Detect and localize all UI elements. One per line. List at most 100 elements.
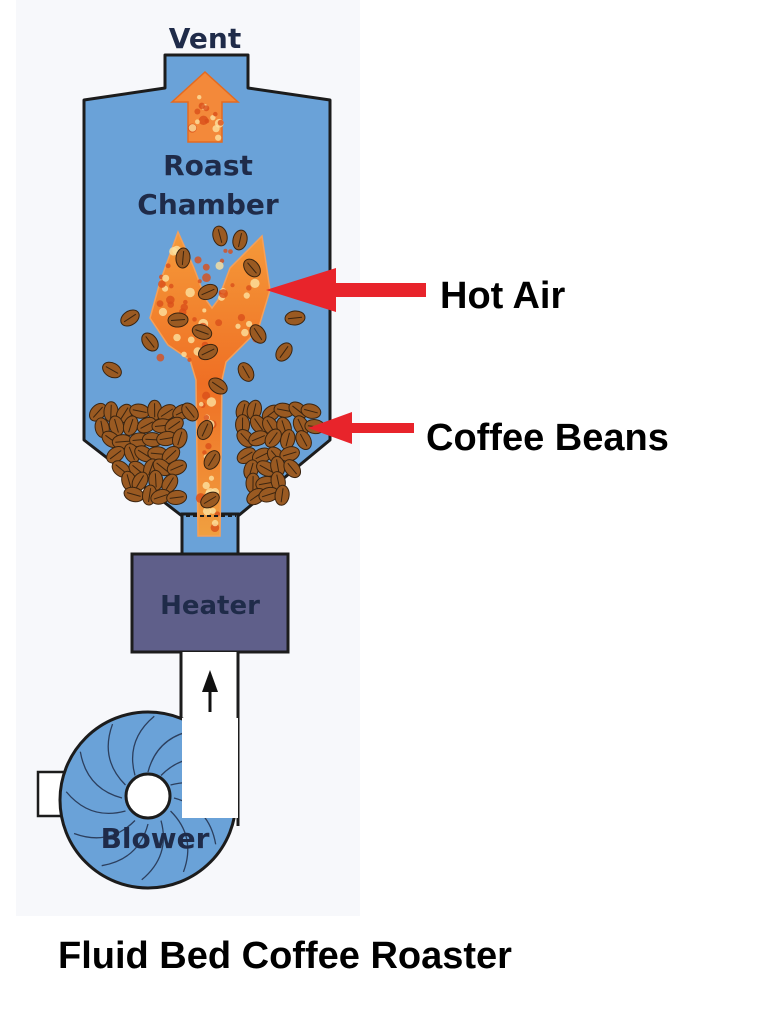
flame-speckle (194, 256, 202, 264)
flame-speckle (202, 273, 211, 282)
blower-vane (73, 820, 136, 839)
flame-speckle (215, 319, 223, 327)
flame-speckle (230, 283, 235, 288)
coffee-bean (108, 415, 125, 437)
coffee-bean (157, 404, 177, 422)
flame-speckle (165, 263, 171, 269)
vent-label: Vent (169, 22, 241, 55)
flame-speckle (156, 353, 165, 362)
roast-chamber-label-line2: Chamber (137, 188, 279, 221)
flame-speckle (198, 401, 204, 407)
flame-speckle (187, 336, 195, 344)
coffee-bean (212, 225, 228, 247)
flame-speckle (217, 119, 224, 126)
coffee-bean (102, 361, 122, 379)
flame-speckle (241, 328, 249, 337)
coffee-bean (197, 283, 219, 301)
coffee-bean (232, 229, 248, 251)
blower-outlet (182, 718, 238, 818)
heater-box (130, 552, 290, 654)
coffee-bean (181, 402, 199, 422)
coffee-bean (89, 402, 107, 422)
hot-air-callout-arrow (266, 268, 426, 312)
blower-label: Blower (101, 822, 210, 855)
coffee-bean (208, 377, 228, 395)
flame-speckle (181, 351, 187, 358)
flame-speckle (169, 247, 178, 256)
flame-speckle (158, 280, 166, 288)
flame-speckle (213, 111, 218, 117)
coffee-bean (283, 459, 302, 479)
vent-arrow-icon (170, 70, 240, 143)
flame-speckle (203, 414, 210, 421)
coffee-bean (191, 324, 213, 340)
blower-hub (124, 772, 172, 820)
coffee-bean (122, 415, 139, 436)
coffee-bean (275, 342, 293, 362)
flame-speckle (235, 323, 241, 329)
airflow-arrow-icon (202, 670, 218, 712)
flame-speckle (215, 134, 222, 141)
flame-speckle (205, 442, 212, 450)
coffee-bean (196, 419, 214, 441)
flame-speckle (168, 283, 174, 289)
roast-chamber-label-line1: Roast (163, 149, 253, 182)
heater-label: Heater (160, 591, 260, 621)
coffee-beans-label: Coffee Beans (426, 417, 669, 459)
blower-vane (131, 715, 155, 776)
coffee-bean (274, 484, 290, 506)
flame-speckle (187, 357, 192, 362)
blower-vane (101, 823, 149, 867)
coffee-bean (200, 491, 220, 509)
coffee-bean (237, 362, 255, 382)
blower-vane (141, 820, 165, 881)
flame-speckle (215, 261, 224, 270)
flame-speckle (203, 105, 210, 112)
flame-speckle (192, 317, 197, 322)
flame-speckle (243, 292, 250, 299)
flame-speckle (202, 481, 210, 490)
coffee-bean (167, 312, 189, 328)
flame-speckle (223, 248, 228, 253)
flame-speckle (188, 124, 197, 132)
flame-speckle (218, 289, 228, 299)
flame-speckle (202, 450, 207, 455)
flame-speckle (237, 313, 246, 322)
coffee-bean (166, 459, 187, 476)
coffee-bean (243, 258, 261, 278)
flame-speckle (245, 320, 253, 327)
coffee-bean (203, 450, 221, 470)
flame-speckle (156, 300, 164, 307)
coffee-bean (175, 247, 191, 269)
flame-speckle (211, 519, 219, 527)
coffee-bean (264, 428, 282, 448)
flame-speckle (202, 263, 210, 271)
flame-speckle (202, 308, 207, 313)
coffee-bean (123, 486, 145, 503)
blower-vane (79, 751, 123, 799)
flame-speckle (162, 274, 170, 282)
blower-vane (65, 791, 126, 815)
diagram-title: Fluid Bed Coffee Roaster (58, 935, 512, 977)
flame-speckle (204, 118, 210, 124)
flame-speckle (209, 507, 216, 514)
coffee-bean (141, 332, 159, 352)
coffee-beans-callout-arrow (308, 412, 414, 444)
flame-speckle (250, 278, 260, 289)
blower-vane (107, 723, 126, 786)
flame-speckle (195, 119, 200, 125)
coffee-beans (89, 225, 326, 509)
flame-speckle (173, 333, 181, 342)
coffee-bean (106, 446, 126, 464)
flame-speckle (202, 506, 212, 516)
flame-speckle (197, 279, 202, 284)
flame-speckle (158, 307, 168, 317)
coffee-bean (284, 310, 306, 326)
flame-speckle (212, 125, 220, 133)
coffee-bean (197, 343, 219, 361)
flame-speckle (210, 114, 216, 121)
flame-speckle (206, 397, 217, 407)
hot-air-label: Hot Air (440, 275, 565, 317)
